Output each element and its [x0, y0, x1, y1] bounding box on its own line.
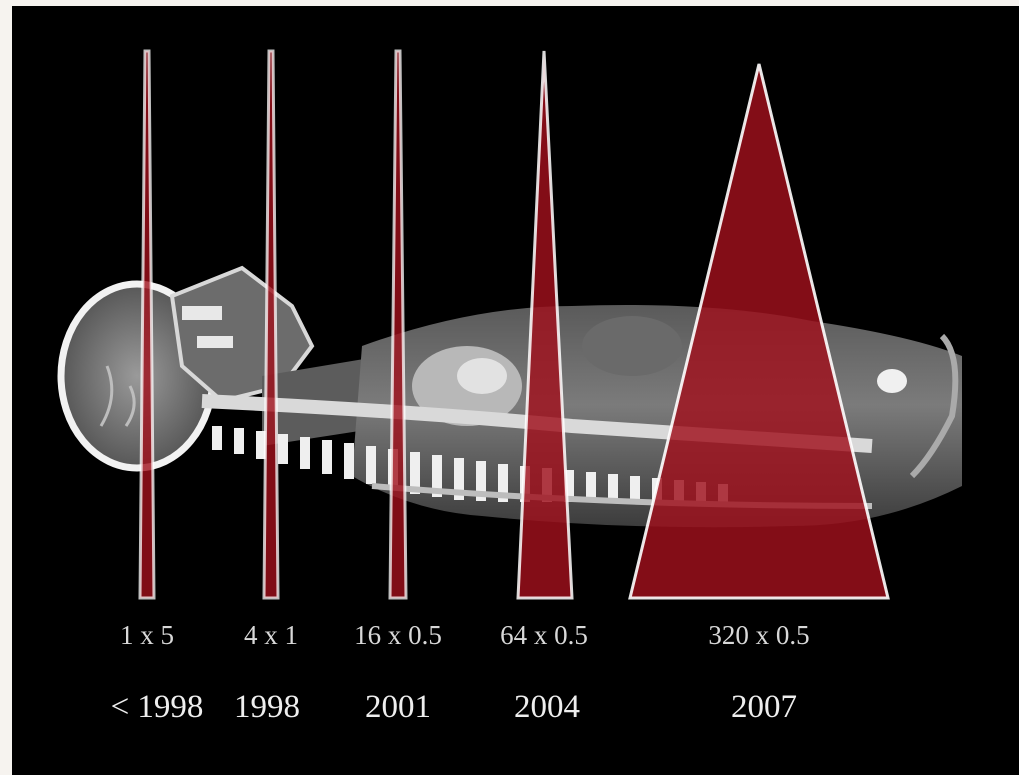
coverage-320x0.5 — [628, 63, 890, 600]
abdomen-organs — [582, 316, 682, 376]
spec-label-5: 320 x 0.5 — [708, 620, 810, 650]
brain-fold — [99, 365, 136, 427]
year-label-2: 1998 — [234, 689, 300, 725]
ct-coverage-illustration — [57, 49, 962, 600]
spec-label-2: 4 x 1 — [244, 620, 298, 650]
year-label-4: 2004 — [514, 689, 580, 725]
spec-label-1: 1 x 5 — [120, 620, 174, 650]
spec-label-4: 64 x 0.5 — [500, 620, 588, 650]
coverage-wedges — [138, 49, 890, 600]
coverage-4x1 — [262, 49, 280, 600]
figure-frame: 1 x 5 4 x 1 16 x 0.5 64 x 0.5 320 x 0.5 … — [12, 6, 1019, 775]
coverage-64x0.5 — [516, 50, 574, 600]
year-label-1: < 1998 — [110, 689, 204, 725]
year-label-3: 2001 — [365, 689, 431, 725]
spec-label-3: 16 x 0.5 — [354, 620, 442, 650]
coverage-1x5 — [138, 49, 156, 600]
coverage-16x0.5 — [388, 49, 408, 600]
year-label-5: 2007 — [731, 689, 797, 725]
vertebrae — [212, 426, 728, 502]
